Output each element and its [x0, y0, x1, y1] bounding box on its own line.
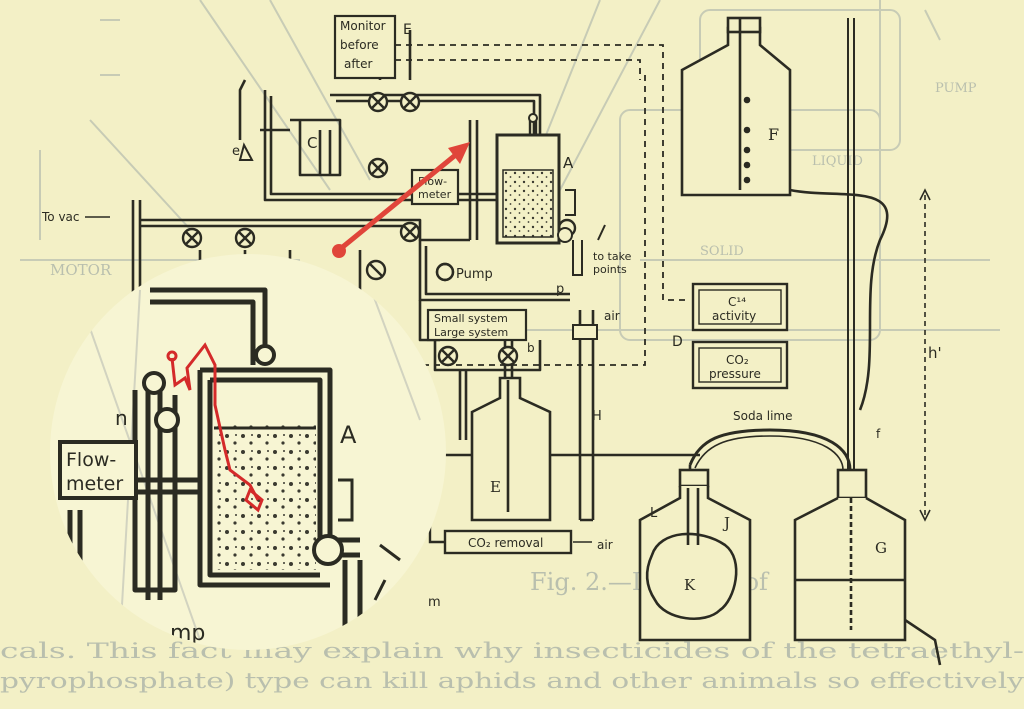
label-D: D: [672, 334, 683, 350]
label-e: e: [232, 144, 240, 159]
zoom-inset: Flow- meter n A mp: [50, 254, 446, 650]
label-C: C: [307, 134, 317, 152]
co2-label: CO₂: [726, 353, 749, 367]
label-p: p: [556, 282, 564, 297]
pressure-label: pressure: [709, 367, 761, 381]
label-to-take-2: points: [593, 263, 627, 276]
label-air: air: [604, 309, 620, 323]
label-h: h': [928, 344, 942, 362]
zoom-flowmeter-label-1: Flow-: [66, 449, 116, 471]
label-air-2: air: [597, 538, 613, 552]
ghost-motor-text: MOTOR: [50, 261, 112, 279]
ghost-body-line-1: cals. This fact may explain why insectic…: [0, 639, 1024, 663]
flowmeter-label-2: meter: [418, 188, 452, 201]
label-to-take-1: to take: [593, 250, 632, 263]
label-soda-lime: Soda lime: [733, 409, 792, 423]
ghost-liquid-text: LIQUID: [812, 154, 863, 169]
soda-lime-tube: [688, 428, 852, 471]
label-to-vac: To vac: [41, 210, 80, 224]
label-large-system: Large system: [434, 326, 508, 339]
chamber-A: [495, 113, 583, 276]
activity-label: activity: [712, 309, 756, 323]
height-arrowheads: [919, 188, 931, 522]
monitor-after-label: after: [344, 57, 372, 71]
bottle-J: [638, 468, 752, 642]
bottle-E: [470, 376, 552, 522]
sample-port-icon: [597, 224, 606, 241]
monitor-before-label: before: [340, 38, 379, 52]
zoom-flowmeter-label-2: meter: [66, 473, 123, 495]
bottle-G: [793, 468, 942, 666]
c14-label: C¹⁴: [728, 295, 746, 309]
label-E-bottle: E: [490, 478, 501, 496]
highlight-arrow: [332, 142, 470, 258]
co2-pressure-box: CO₂ pressure: [691, 340, 789, 390]
ghost-body-line-2: pyrophosphate) type can kill aphids and …: [0, 669, 1024, 693]
bottle-F: [680, 16, 889, 411]
pump-icon: [435, 262, 455, 282]
flask-e-icon: [238, 142, 254, 161]
ghost-solid-text: SOLID: [700, 244, 744, 259]
signal-lines: [395, 44, 690, 366]
label-L: L: [650, 506, 658, 521]
system-selector-box: [426, 308, 528, 342]
zoom-label-n: n: [115, 406, 128, 430]
label-m: m: [428, 595, 441, 610]
label-pump: Pump: [456, 267, 493, 282]
label-G: G: [875, 539, 887, 557]
label-J: J: [722, 514, 730, 532]
label-co2-removal: CO₂ removal: [468, 536, 543, 550]
label-A: A: [563, 154, 574, 172]
column-H-cap: [572, 324, 598, 340]
soda-lime-tube-inner: [694, 435, 844, 471]
zoom-label-A: A: [340, 421, 357, 449]
label-b: b: [527, 341, 535, 355]
label-small-system: Small system: [434, 312, 508, 325]
monitor-box: Monitor before after: [333, 14, 397, 80]
label-F: F: [768, 125, 779, 144]
label-H: H: [592, 409, 602, 424]
label-E-top: E: [403, 22, 412, 38]
label-f: f: [876, 427, 881, 441]
label-K: K: [684, 576, 696, 594]
monitor-label: Monitor: [340, 19, 386, 33]
insect-path-red: [166, 342, 264, 513]
c14-activity-box: C¹⁴ activity: [691, 282, 789, 332]
ghost-pump-text: PUMP: [935, 81, 977, 96]
